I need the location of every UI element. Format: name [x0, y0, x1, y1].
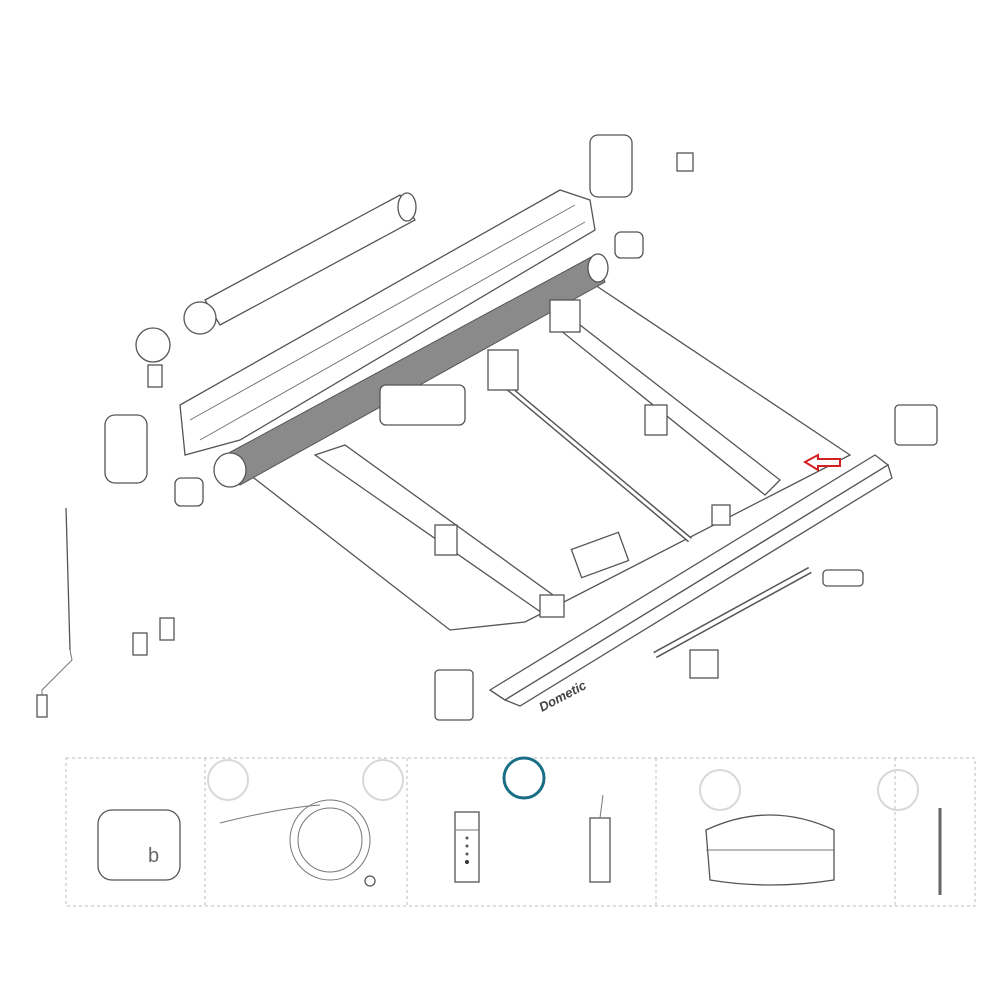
gas-strut[interactable]: [653, 566, 812, 659]
control-box[interactable]: b: [97, 809, 181, 881]
hotspot-remote-selected[interactable]: [502, 756, 546, 800]
hotspot-cable-left[interactable]: [207, 759, 249, 801]
end-cap-right[interactable]: [589, 134, 633, 198]
strut-foot[interactable]: [689, 649, 719, 679]
wall-bracket-right[interactable]: [894, 404, 938, 446]
remote-control[interactable]: [454, 811, 480, 883]
wall-bracket-small-2[interactable]: [159, 617, 175, 641]
hotspot-cable-right[interactable]: [362, 759, 404, 801]
motor-tube[interactable]: [183, 192, 417, 335]
hotspot-cover[interactable]: [699, 769, 741, 811]
front-bar-bracket[interactable]: [570, 531, 630, 579]
fabric-roller[interactable]: [213, 253, 609, 488]
front-bar[interactable]: [488, 454, 893, 707]
arm-right[interactable]: [549, 299, 781, 496]
red-arrow-icon: [802, 453, 841, 472]
roller-plug[interactable]: [614, 231, 644, 259]
end-cap-left[interactable]: [104, 414, 148, 484]
hotspot-crank-rod[interactable]: [877, 769, 919, 811]
motor-end-cap[interactable]: [135, 327, 171, 388]
support-strut[interactable]: [487, 349, 692, 543]
cassette-profile[interactable]: [179, 189, 596, 456]
accessories-panel: [65, 757, 976, 907]
crank-handle[interactable]: [36, 507, 73, 718]
roller-plug-left[interactable]: [174, 477, 204, 507]
center-bracket[interactable]: [379, 384, 466, 426]
arm-left[interactable]: [313, 444, 565, 618]
strut-end-fitting[interactable]: [822, 569, 864, 587]
receiver-module[interactable]: [589, 794, 611, 883]
svg-text:b: b: [148, 845, 159, 867]
wall-bracket-small-1[interactable]: [132, 632, 148, 656]
small-plate[interactable]: [676, 152, 694, 172]
cable-coil[interactable]: [219, 799, 376, 887]
wall-bracket-left[interactable]: [434, 669, 474, 721]
awning-cover[interactable]: [705, 814, 835, 886]
arm-clip[interactable]: [711, 504, 731, 526]
